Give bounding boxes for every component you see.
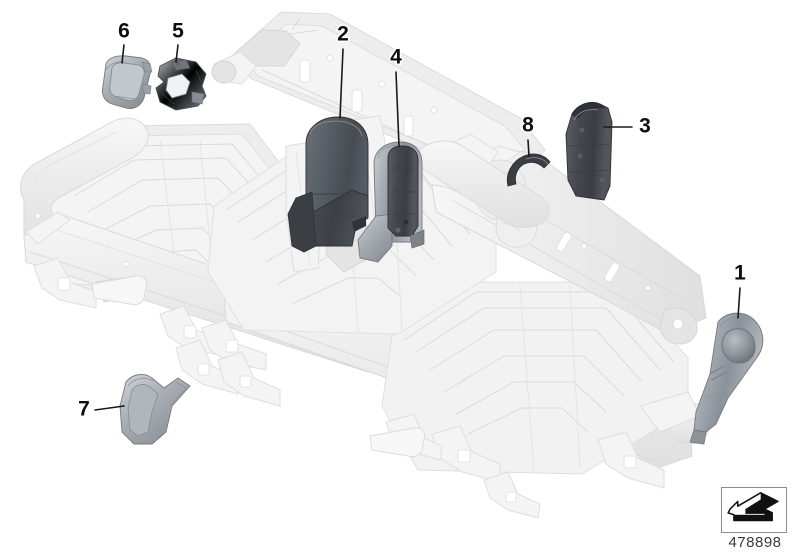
leader-6 [121,44,125,64]
seat-frame-assembly [20,11,710,519]
frame-plastic-tab-left [91,275,147,306]
callout-label-6: 6 [118,20,130,43]
part-4-backrest-hinge-cover-small [357,141,425,263]
leader-4 [395,71,400,147]
leader-1 [737,287,741,319]
part-7-floor-bracket-cover [119,374,191,445]
callout-label-7: 7 [78,398,90,421]
callout-label-4: 4 [390,46,402,69]
leader-7 [94,405,125,411]
leader-2 [339,48,344,119]
part-2-backrest-hinge-cover-large [287,116,369,253]
callout-label-2: 2 [337,23,349,46]
callout-label-1: 1 [734,262,746,285]
part-5-latch-housing-bracket [155,57,207,111]
callout-label-8: 8 [522,114,534,137]
logo-box [721,487,787,533]
callout-layer: 1 2 3 4 5 6 7 8 [77,18,748,422]
lower-left-brackets [175,339,281,407]
callout-label-5: 5 [172,20,184,43]
part-8-pivot-seal-strip [506,153,551,187]
drawing-number: 478898 [728,534,782,551]
part-1-side-trim-cover-right [689,312,764,445]
part-3-outer-side-panel-cover [565,102,613,201]
callout-label-3: 3 [639,115,651,138]
part-6-release-button-cap [101,55,153,109]
bmw-arrow-logo-icon [727,492,779,522]
bottom-mounting-brackets [369,413,665,519]
leader-8 [527,139,530,157]
leader-5 [175,44,179,63]
